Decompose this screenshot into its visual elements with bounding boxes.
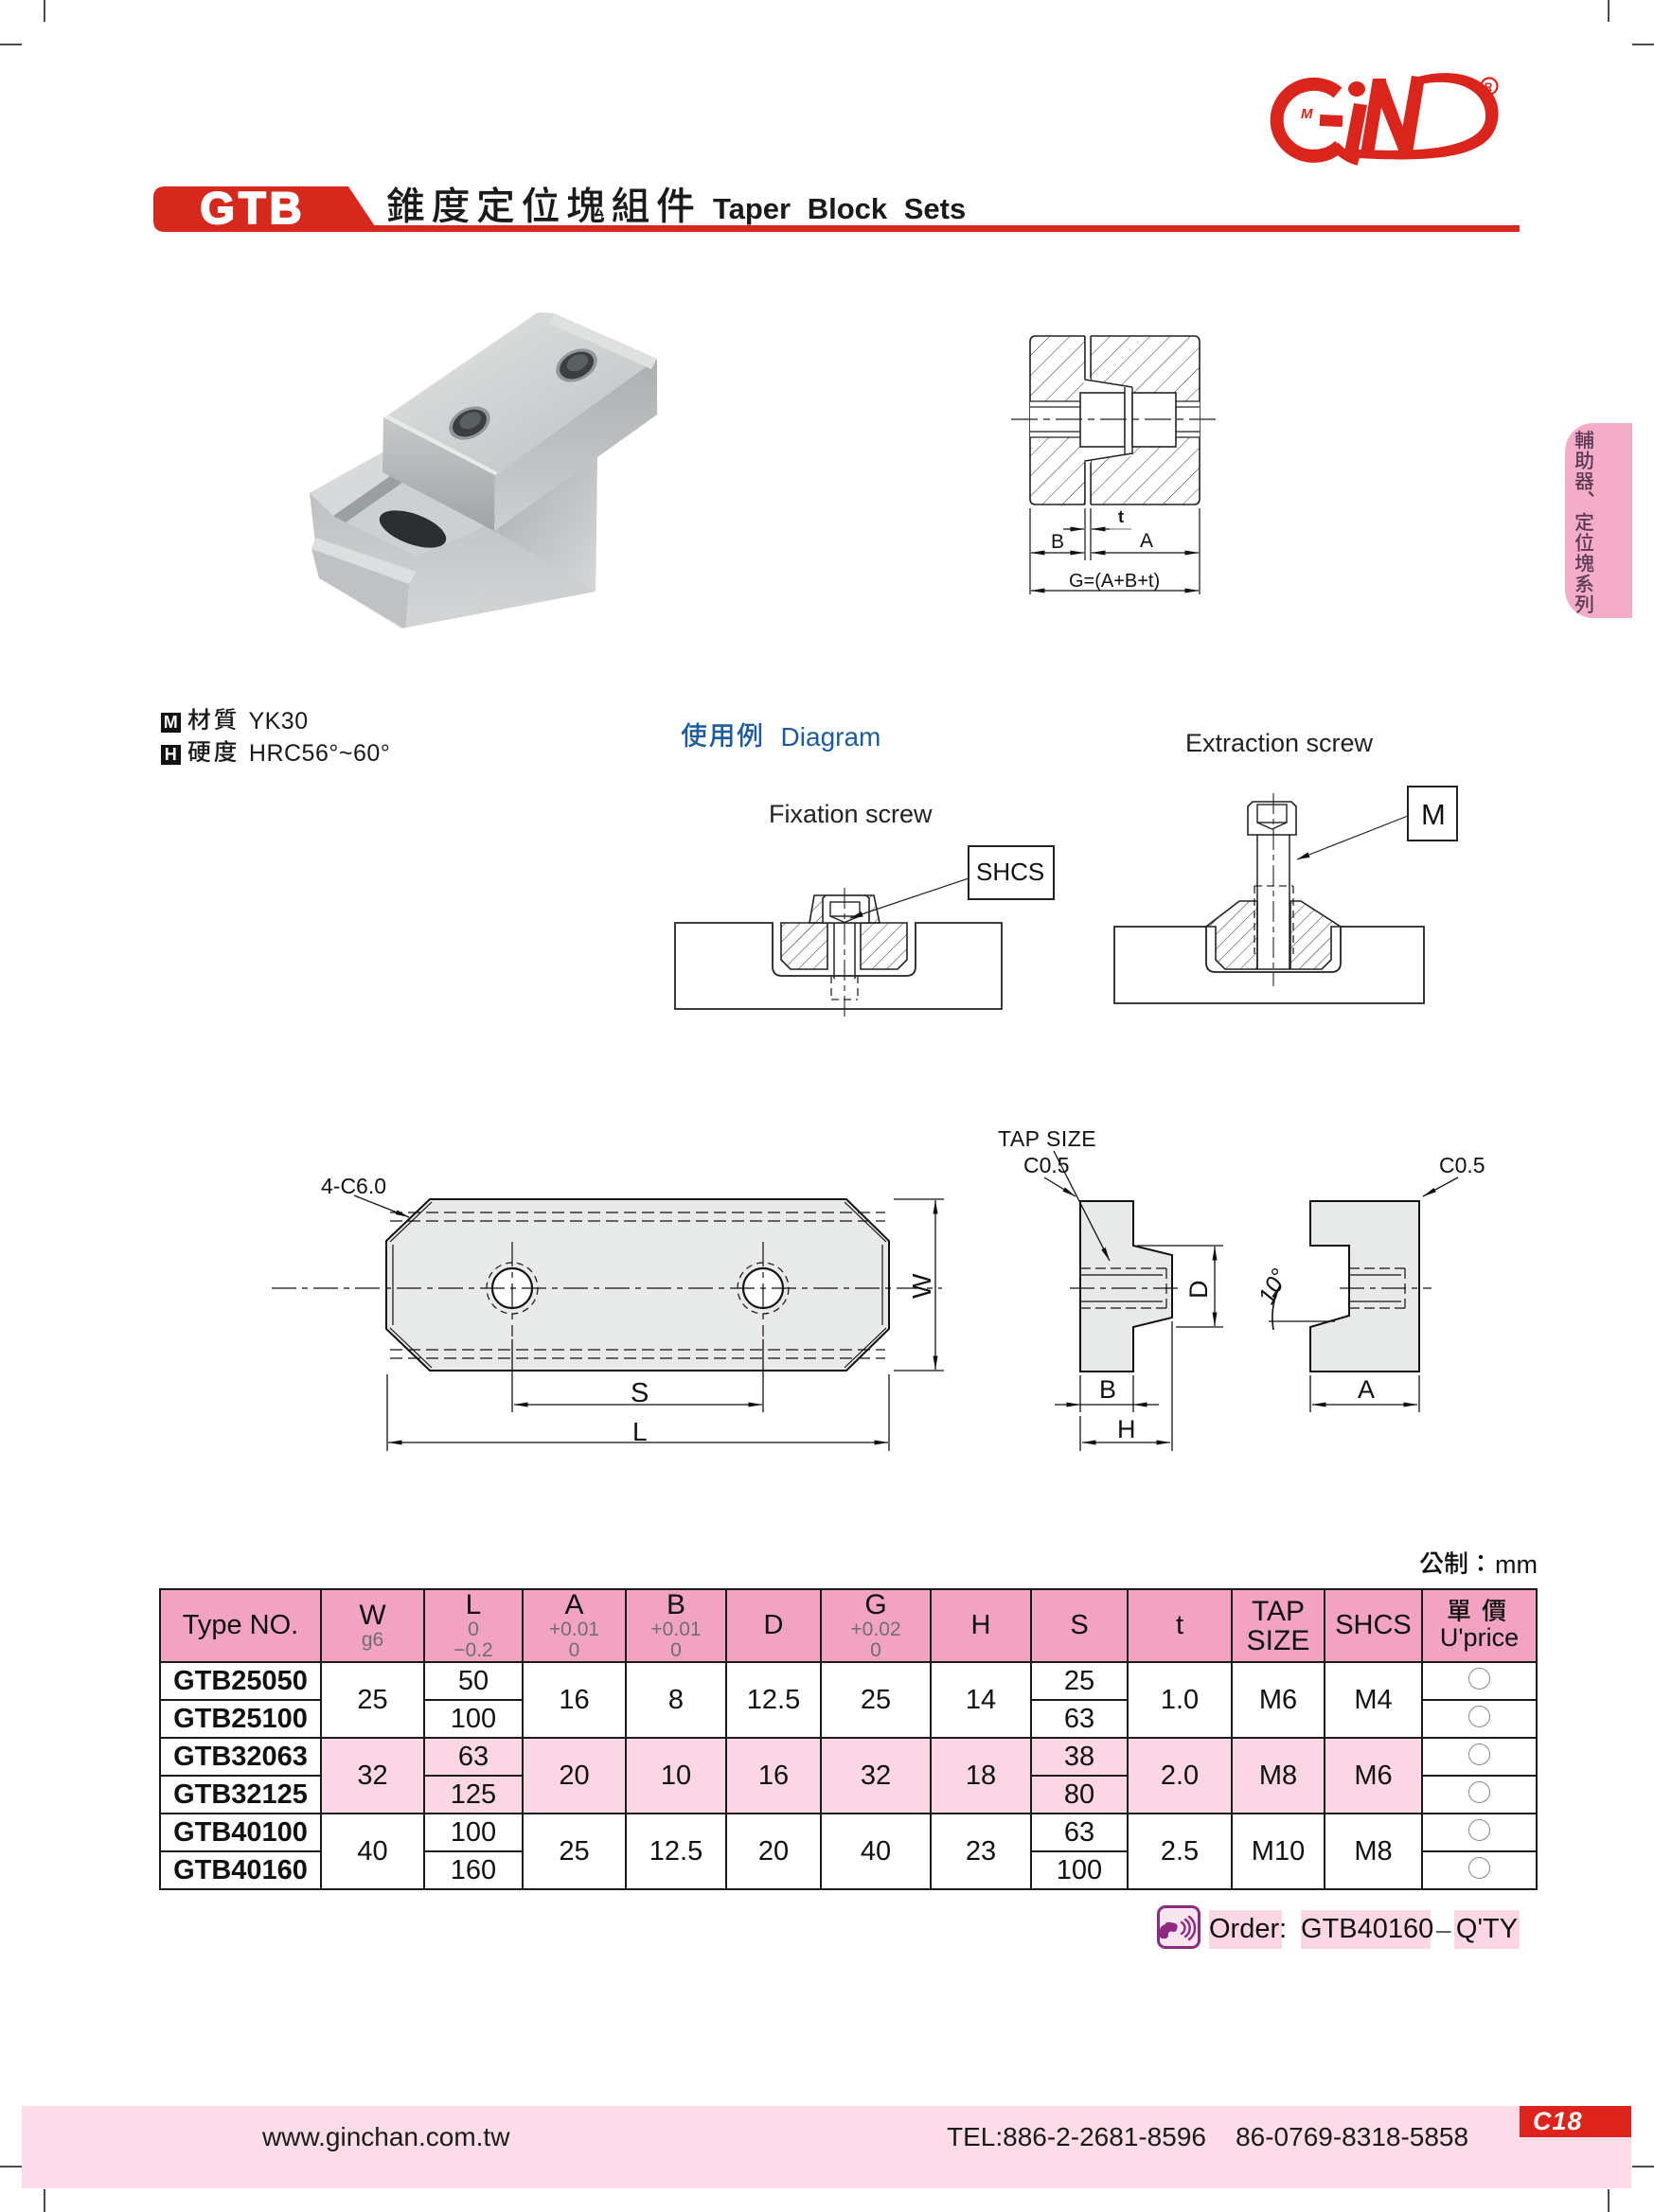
svg-text:B: B (1051, 531, 1064, 553)
svg-text:C0.5: C0.5 (1023, 1153, 1070, 1177)
svg-text:C0.5: C0.5 (1439, 1153, 1485, 1177)
svg-text:4-C6.0: 4-C6.0 (321, 1174, 386, 1198)
svg-text:D: D (1184, 1281, 1213, 1300)
svg-text:H: H (1117, 1415, 1136, 1443)
svg-text:A: A (1140, 530, 1153, 552)
svg-text:G=(A+B+t): G=(A+B+t) (1069, 571, 1160, 592)
svg-text:SHCS: SHCS (976, 858, 1044, 886)
svg-text:10°: 10° (1254, 1265, 1293, 1309)
svg-text:W: W (907, 1273, 936, 1299)
svg-text:M: M (1301, 106, 1313, 122)
svg-text:B: B (1099, 1375, 1116, 1404)
svg-text:t: t (1118, 507, 1124, 526)
svg-text:L: L (632, 1417, 648, 1446)
svg-text:A: A (1358, 1375, 1375, 1404)
svg-text:TAP SIZE: TAP SIZE (998, 1126, 1096, 1151)
svg-text:R: R (1485, 82, 1493, 94)
svg-text:M: M (1421, 798, 1446, 831)
svg-text:S: S (631, 1378, 649, 1408)
